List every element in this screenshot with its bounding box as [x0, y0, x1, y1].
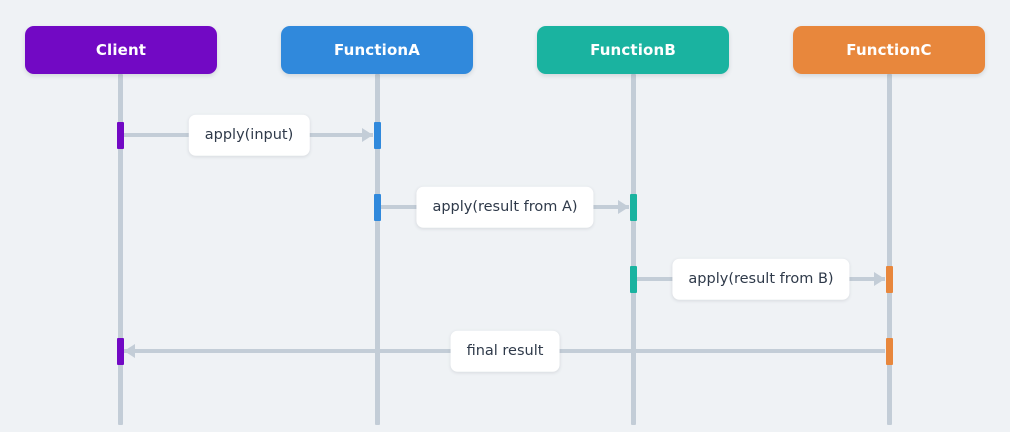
activation-bar-functionb-3	[630, 194, 637, 221]
participant-box-functiona[interactable]: FunctionA	[281, 26, 473, 74]
message-label-m2: apply(result from A)	[416, 186, 594, 228]
activation-bar-client-7	[117, 338, 124, 365]
activation-bar-functionb-4	[630, 266, 637, 293]
lifeline-functionb	[631, 74, 636, 425]
lifeline-functionc	[887, 74, 892, 425]
message-arrowhead-m4	[124, 344, 135, 358]
message-arrowhead-m3	[874, 272, 885, 286]
participant-label-functiona: FunctionA	[333, 41, 420, 59]
lifeline-client	[118, 74, 123, 425]
activation-bar-functiona-2	[374, 194, 381, 221]
message-label-m3: apply(result from B)	[672, 258, 850, 300]
message-label-m1: apply(input)	[188, 114, 310, 156]
participant-label-functionb: FunctionB	[590, 41, 676, 59]
activation-bar-client-0	[117, 122, 124, 149]
message-arrowhead-m1	[362, 128, 373, 142]
lifeline-functiona	[375, 74, 380, 425]
activation-bar-functionc-5	[886, 266, 893, 293]
participant-box-client[interactable]: Client	[25, 26, 217, 74]
message-label-m4: final result	[450, 330, 560, 372]
message-arrowhead-m2	[618, 200, 629, 214]
participant-label-functionc: FunctionC	[846, 41, 932, 59]
participant-box-functionc[interactable]: FunctionC	[793, 26, 985, 74]
activation-bar-functionc-6	[886, 338, 893, 365]
participant-label-client: Client	[95, 41, 147, 59]
participant-box-functionb[interactable]: FunctionB	[537, 26, 729, 74]
activation-bar-functiona-1	[374, 122, 381, 149]
